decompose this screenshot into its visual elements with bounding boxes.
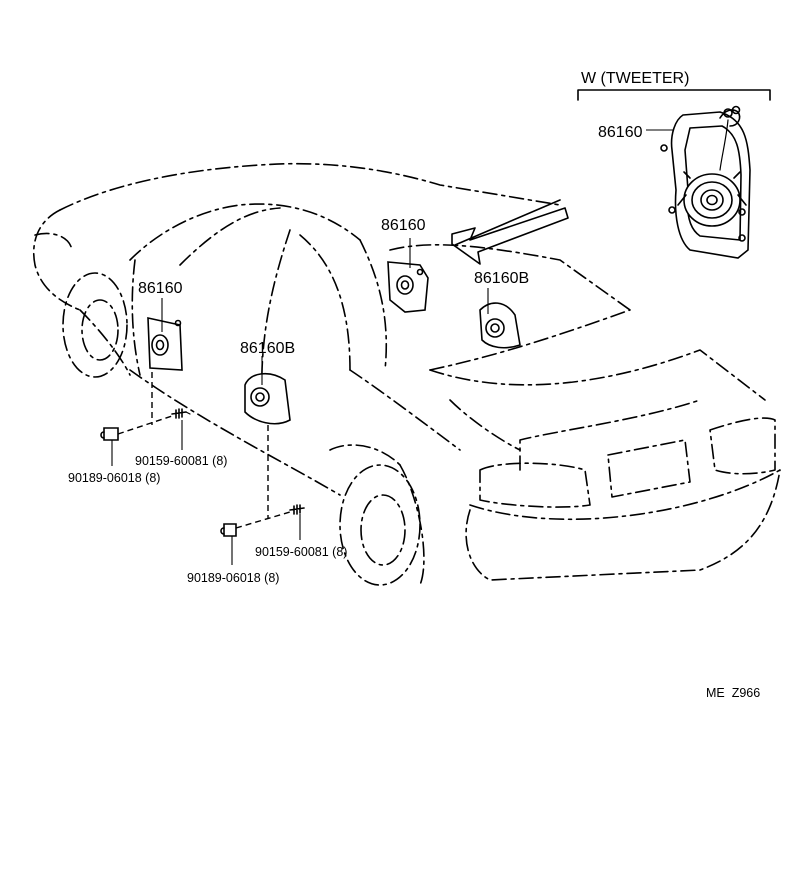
leader-lines: [111, 129, 676, 565]
label-front-door-86160: 86160: [138, 280, 183, 297]
label-screw-rear: 90159-60081 (8): [255, 545, 347, 559]
label-nut-rear: 90189-06018 (8): [187, 571, 279, 585]
label-nut-front: 90189-06018 (8): [68, 471, 160, 485]
rear-door-speaker: [244, 372, 291, 425]
label-tweeter-86160: 86160: [598, 124, 643, 141]
car-body-outline: [33, 162, 781, 586]
tweeter-inset: [577, 89, 771, 259]
front-door-speaker: [147, 316, 183, 371]
nut-rear: [220, 523, 237, 537]
inset-title: W (TWEETER): [581, 70, 689, 87]
label-rear-door-86160b: 86160B: [240, 340, 295, 357]
rear-shelf-speaker-left: [387, 261, 429, 313]
screw-rear: [289, 504, 305, 515]
connection-lines: [117, 372, 291, 529]
nut-front: [100, 427, 119, 441]
label-screw-front: 90159-60081 (8): [135, 454, 227, 468]
screw-front: [171, 408, 191, 419]
label-rear-shelf-86160b: 86160B: [474, 270, 529, 287]
direction-arrow: [451, 199, 569, 265]
rear-shelf-speaker-right: [479, 302, 521, 349]
diagram-code: ME Z966: [706, 686, 760, 700]
label-rear-shelf-86160: 86160: [381, 217, 426, 234]
